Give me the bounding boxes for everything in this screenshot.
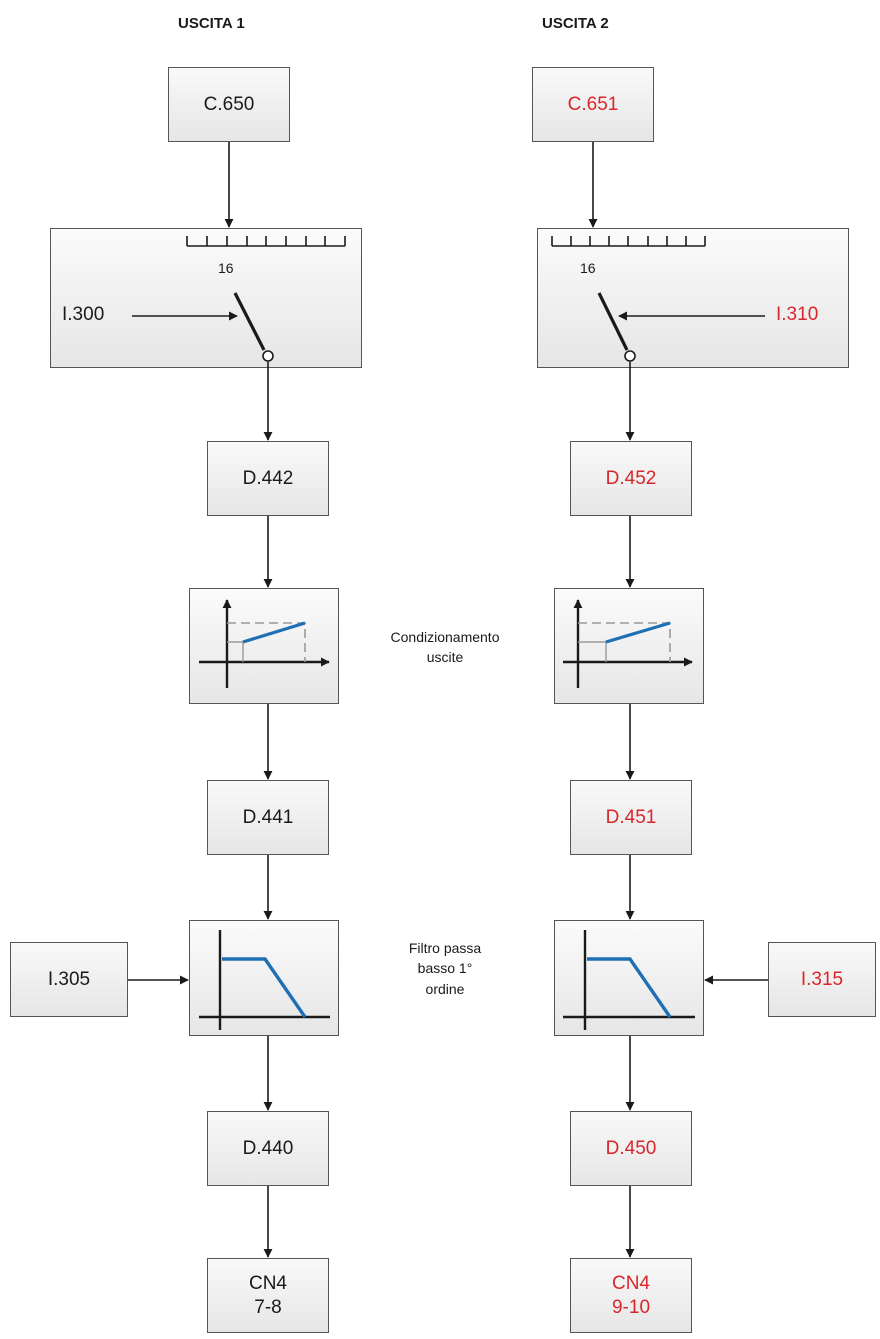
note-filter: Filtro passa basso 1° ordine xyxy=(370,938,520,999)
block-c651: C.651 xyxy=(532,67,654,142)
selector-scale-right xyxy=(551,236,706,247)
output-cn4-9-10: CN4 9-10 xyxy=(570,1258,692,1333)
conditioning-block-left xyxy=(189,588,339,704)
conditioning-graph-icon-right xyxy=(563,599,693,688)
header-uscita-2: USCITA 2 xyxy=(542,15,609,32)
block-d450: D.450 xyxy=(570,1111,692,1186)
block-c650: C.650 xyxy=(168,67,290,142)
note-conditioning-line1: Condizionamento xyxy=(390,629,500,645)
lowpass-filter-icon-right xyxy=(563,930,695,1030)
output-left-line2: 7-8 xyxy=(254,1296,282,1318)
note-filter-line2: basso 1° xyxy=(417,960,473,977)
block-d452: D.452 xyxy=(570,441,692,516)
note-conditioning-line2: uscite xyxy=(426,649,464,666)
block-d442: D.442 xyxy=(207,441,329,516)
input-i310: I.310 xyxy=(776,304,819,325)
selector-scale-left xyxy=(186,236,346,247)
switch-icon-left xyxy=(233,292,274,362)
output-right-line1: CN4 xyxy=(611,1272,650,1294)
block-d440: D.440 xyxy=(207,1111,329,1186)
block-i315: I.315 xyxy=(768,942,876,1017)
selector-panel-left xyxy=(50,228,362,368)
selector-position-right: 16 xyxy=(580,260,596,276)
block-d451: D.451 xyxy=(570,780,692,855)
header-uscita-1: USCITA 1 xyxy=(178,15,245,32)
switch-icon-right xyxy=(597,292,636,362)
block-d441: D.441 xyxy=(207,780,329,855)
selector-panel-right xyxy=(537,228,849,368)
output-cn4-7-8: CN4 7-8 xyxy=(207,1258,329,1333)
output-right-line2: 9-10 xyxy=(611,1296,651,1318)
note-filter-line1: Filtro passa xyxy=(408,940,482,956)
note-filter-line3: ordine xyxy=(425,980,465,997)
output-left-line1: CN4 xyxy=(248,1272,287,1294)
lowpass-filter-icon-left xyxy=(199,930,330,1030)
selector-position-left: 16 xyxy=(218,260,234,276)
input-i300: I.300 xyxy=(62,304,105,325)
conditioning-graph-icon-left xyxy=(199,599,330,688)
note-conditioning: Condizionamento uscite xyxy=(360,627,530,668)
block-i305: I.305 xyxy=(10,942,128,1017)
